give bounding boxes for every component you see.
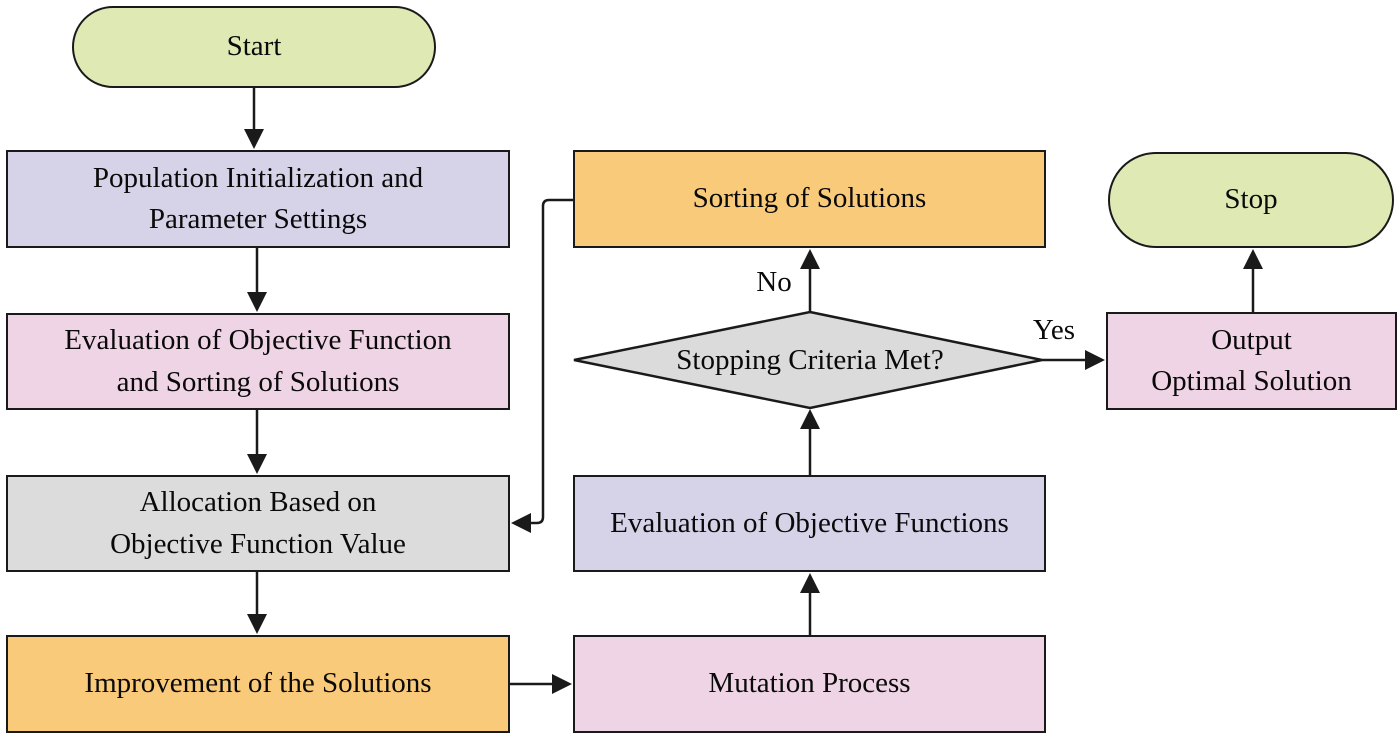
node-sorting-of-solutions: Sorting of Solutions (573, 150, 1046, 248)
node-output-optimal-solution: Output Optimal Solution (1106, 312, 1397, 410)
node-evaluation-and-sorting: Evaluation of Objective Function and Sor… (6, 313, 510, 410)
node-stop: Stop (1108, 152, 1394, 248)
decision-diamond-shape (573, 310, 1043, 410)
edge-label-yes: Yes (1032, 314, 1076, 346)
edge-label-no: No (756, 266, 792, 298)
node-mutation-process: Mutation Process (573, 635, 1046, 733)
edge-sorting-to-allocation (511, 198, 573, 533)
node-start: Start (72, 6, 436, 88)
node-population-initialization: Population Initialization and Parameter … (6, 150, 510, 248)
node-allocation: Allocation Based on Objective Function V… (6, 475, 510, 572)
node-decision-label: Stopping Criteria Met? (676, 343, 944, 376)
node-improvement: Improvement of the Solutions (6, 635, 510, 733)
node-evaluation-of-objective-functions: Evaluation of Objective Functions (573, 475, 1046, 572)
